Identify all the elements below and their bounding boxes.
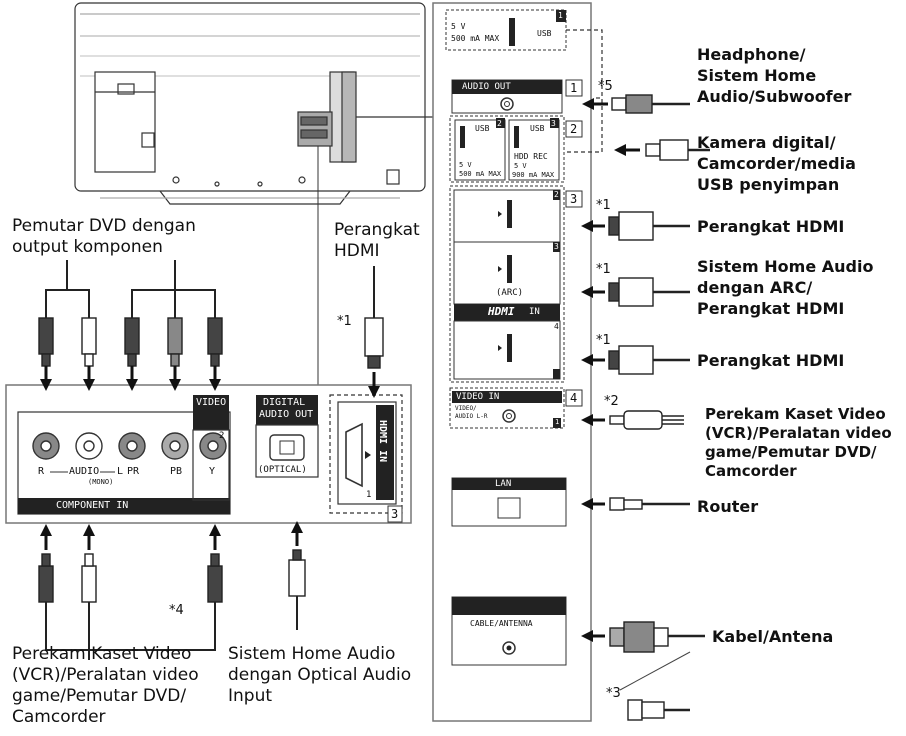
hdmi-device-1-label: Perangkat HDMI [697, 217, 845, 236]
usb1-number: 1 [558, 11, 563, 20]
note-1c: *1 [596, 333, 611, 348]
usb1-current: 500 mA MAX [451, 34, 500, 43]
audio-l-label: L [117, 466, 124, 477]
box-2: 2 [570, 122, 578, 136]
y-label: Y [209, 466, 216, 477]
note-5: *5 [598, 79, 613, 94]
box-1: 1 [570, 81, 578, 95]
vcr-label-left: Perekam Kaset Video (VCR)/Peralatan vide… [12, 644, 199, 727]
tv-rear-illustration [74, 2, 433, 385]
cable-antenna-label: Kabel/Antena [712, 627, 834, 646]
video-audio-label: VIDEO/ AUDIO L-R [455, 405, 488, 420]
usb3-number: 3 [551, 119, 556, 128]
note-4: *4 [169, 603, 184, 618]
right-connector-panel [432, 2, 592, 722]
hdmi4-number: 4 [554, 322, 559, 331]
box-3: 3 [570, 192, 578, 206]
component-plugs-bottom [38, 549, 306, 603]
video-in-right-label: VIDEO IN [456, 392, 500, 402]
usb3-label: USB [530, 124, 545, 133]
vcr-label-right: Perekam Kaset Video (VCR)/Peralatan vide… [705, 405, 892, 480]
cable-antenna-port-label: CABLE/ANTENNA [470, 619, 533, 628]
video-in-right-number: 1 [555, 418, 560, 426]
note-2: *2 [604, 394, 619, 409]
pr-label: PR [127, 466, 140, 477]
hdmi-in-vertical-label: HDMI IN [377, 420, 388, 463]
hdmi-device-label: Perangkat HDMI [334, 220, 420, 261]
note-1a: *1 [596, 198, 611, 213]
dashed-links [564, 29, 603, 153]
usb2-volt: 5 V [459, 161, 472, 169]
camera-usb-label: Kamera digital/ Camcorder/media USB peny… [697, 133, 856, 194]
audio-r-label: R [38, 466, 45, 477]
left-arrows-up [40, 521, 303, 550]
box-4: 4 [570, 391, 578, 405]
hdmi-band-label: HDMI [488, 305, 515, 318]
left-connector-panel [5, 384, 412, 524]
router-label: Router [697, 497, 759, 516]
optical-system-label: Sistem Home Audio dengan Optical Audio I… [228, 644, 412, 706]
digital-label: DIGITAL [263, 397, 306, 408]
left-arrows-down [40, 366, 380, 398]
usb3-current: 900 mA MAX [512, 171, 555, 179]
left-box-number: 3 [391, 507, 399, 521]
note-3: *3 [606, 686, 621, 701]
note-1-left: *1 [337, 314, 352, 329]
usb3-volt: 5 V [514, 162, 527, 170]
optical-label: (OPTICAL) [258, 465, 307, 475]
hdmi-device-2-label: Perangkat HDMI [697, 351, 845, 370]
hdmi-port-1-number: 1 [366, 490, 372, 500]
usb2-number: 2 [497, 119, 502, 128]
hdmi2-number: 2 [554, 190, 559, 199]
component-in-label: COMPONENT IN [56, 500, 129, 511]
right-arrows [581, 98, 640, 642]
hdmi3-number: 3 [554, 242, 559, 251]
right-plugs [608, 94, 710, 721]
audio-out-right-label: AUDIO OUT [462, 82, 511, 92]
audio-out-label: AUDIO OUT [259, 409, 314, 420]
usb1-label: USB [537, 29, 552, 38]
arc-label: (ARC) [496, 288, 524, 298]
component-plugs-top [38, 317, 384, 369]
mono-label: (MONO) [88, 478, 114, 486]
headphone-label: Headphone/ Sistem Home Audio/Subwoofer [697, 45, 852, 106]
usb3-hdd-rec: HDD REC [514, 152, 548, 161]
lan-label: LAN [495, 479, 512, 489]
note-1b: *1 [596, 262, 611, 277]
hdmi-band-in: IN [529, 307, 540, 317]
video-in-2-number: 2 [219, 431, 225, 441]
dvd-component-label: Pemutar DVD dengan output komponen [12, 216, 196, 257]
usb2-current: 500 mA MAX [459, 170, 502, 178]
audio-text-label: AUDIO [69, 466, 100, 477]
usb2-label: USB [475, 124, 490, 133]
usb1-volt: 5 V [451, 22, 466, 31]
arc-system-label: Sistem Home Audio dengan ARC/ Perangkat … [697, 257, 874, 318]
video-in-2-label: VIDEO IN [196, 397, 245, 408]
pb-label: PB [170, 466, 183, 477]
